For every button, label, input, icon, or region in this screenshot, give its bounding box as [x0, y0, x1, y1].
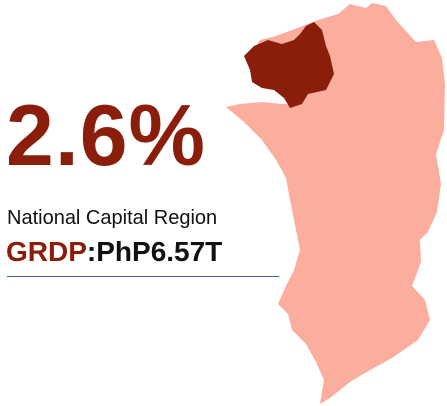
grdp-line: GRDP:PhP6.57T — [6, 234, 222, 270]
ncr-region-shape — [226, 3, 445, 404]
grdp-label: GRDP — [6, 236, 87, 267]
underline-rule — [7, 276, 279, 277]
grdp-value: PhP6.57T — [96, 236, 223, 267]
growth-rate: 2.6% — [6, 88, 207, 184]
highlighted-city-shape — [244, 22, 334, 108]
region-name: National Capital Region — [7, 207, 218, 229]
grdp-separator: : — [86, 236, 97, 267]
